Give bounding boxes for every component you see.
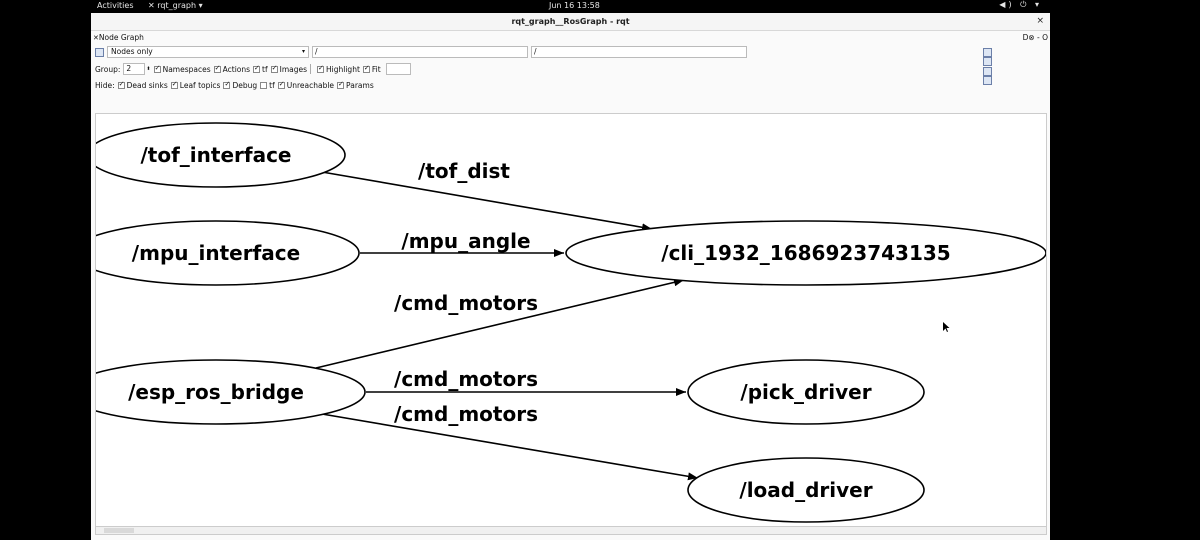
hide-tf-checkbox[interactable] [260,81,268,89]
debug-checkbox[interactable] [223,80,231,89]
edge-tof-dist[interactable] [321,171,653,232]
refresh-icon[interactable] [95,47,104,57]
node-label-cli: /cli_1932_1686923743135 [661,241,950,265]
mouse-pointer-icon [943,322,950,332]
images-label: Images [279,64,308,74]
graph-icon: ✕ [93,34,99,42]
node-esp-ros-bridge[interactable]: /esp_ros_bridge [96,359,366,425]
group-label: Group: [95,64,121,74]
graph-mode-select[interactable]: Nodes only ▾ [107,46,309,58]
params-checkbox[interactable] [337,80,345,89]
graph-toolbar: Nodes only ▾ / / [95,45,992,85]
unreachable-label: Unreachable [286,80,335,90]
node-mpu-interface[interactable]: /mpu_interface [96,220,360,286]
chevron-down-icon: ▾ [301,48,305,55]
images-checkbox[interactable] [270,64,278,73]
actions-label: Actions [222,64,251,74]
activities-button[interactable]: Activities [97,1,134,10]
debug-label: Debug [232,80,258,90]
horizontal-scrollbar[interactable] [96,526,1046,534]
edge-label-cmd-motors-pick: /cmd_motors [394,367,538,391]
node-label-mpu-interface: /mpu_interface [132,241,300,265]
load-dot-icon[interactable] [983,47,992,57]
plugin-title: Node Graph [98,33,144,42]
divider [310,64,312,74]
rqt-window: rqt_graph__RosGraph - rqt × ✕Node Graph … [91,13,1050,540]
edge-label-tof-dist: /tof_dist [418,159,510,183]
tf-checkbox[interactable] [253,64,261,73]
export-tools [981,47,992,85]
hide-label: Hide: [95,80,115,90]
graph-options-row: Group: 2 ⬍ Namespaces Actions tf Images … [95,62,411,76]
highlight-checkbox[interactable] [317,64,325,73]
node-label-esp-ros-bridge: /esp_ros_bridge [128,380,304,404]
highlight-label: Highlight [326,64,360,74]
group-spinbox[interactable]: 2 [123,63,146,75]
tf-label: tf [262,64,268,74]
namespace-filter-input[interactable]: / [312,46,528,58]
app-menu[interactable]: ✕ rqt_graph ▾ [148,1,203,10]
window-title: rqt_graph__RosGraph - rqt [511,17,630,26]
leaf-topics-checkbox[interactable] [170,80,178,89]
actions-checkbox[interactable] [213,64,221,73]
node-label-tof-interface: /tof_interface [140,143,291,167]
node-cli[interactable]: /cli_1932_1686923743135 [565,220,1046,286]
node-label-load-driver: /load_driver [739,478,872,502]
edge-label-cmd-motors-cli: /cmd_motors [394,291,538,315]
ros-graph: /tof_dist /mpu_angle /cmd_motors /cmd_mo… [96,122,1046,523]
fit-label: Fit [371,64,381,74]
node-label-pick-driver: /pick_driver [740,380,871,404]
edge-cmd-motors-cli[interactable] [315,278,685,369]
spin-arrows-icon[interactable]: ⬍ [146,66,151,72]
unreachable-checkbox[interactable] [277,80,285,89]
fit-button[interactable] [385,63,411,75]
topic-filter-input[interactable]: / [531,46,747,58]
edge-label-cmd-motors-load: /cmd_motors [394,402,538,426]
scrollbar-thumb[interactable] [104,528,134,533]
window-titlebar: rqt_graph__RosGraph - rqt × [91,13,1050,31]
plugin-window-controls[interactable]: D⊗ - O [1022,33,1048,42]
node-pick-driver[interactable]: /pick_driver [687,359,925,425]
edge-cmd-motors-load[interactable] [321,413,699,481]
fit-checkbox[interactable] [362,64,370,73]
save-dot-icon[interactable] [983,57,992,66]
node-tof-interface[interactable]: /tof_interface [96,122,346,188]
node-graph-plugin: ✕Node Graph D⊗ - O Nodes only ▾ / / Grou… [91,31,1050,540]
namespaces-label: Namespaces [162,64,211,74]
graph-mode-value: Nodes only [111,47,153,56]
namespaces-checkbox[interactable] [153,64,161,73]
leaf-topics-label: Leaf topics [179,80,221,90]
system-menu[interactable]: ◀) ⏻ ▾ [999,0,1042,9]
plugin-title-bar: ✕Node Graph [93,33,144,42]
close-icon[interactable]: × [1036,16,1044,26]
save-image-icon[interactable] [983,76,992,85]
params-label: Params [346,80,374,90]
edge-label-mpu-angle: /mpu_angle [401,229,530,253]
hide-options-row: Hide: Dead sinks Leaf topics Debug tf Un… [95,78,374,92]
clock[interactable]: Jun 16 13:58 [549,1,600,10]
graph-canvas[interactable]: /tof_dist /mpu_angle /cmd_motors /cmd_mo… [95,113,1047,535]
system-top-bar: Activities ✕ rqt_graph ▾ Jun 16 13:58 ◀)… [91,0,1050,13]
save-svg-icon[interactable] [983,66,992,76]
dead-sinks-label: Dead sinks [126,80,168,90]
dead-sinks-checkbox[interactable] [117,80,125,89]
node-load-driver[interactable]: /load_driver [687,457,925,523]
hide-tf-label: tf [269,80,275,90]
